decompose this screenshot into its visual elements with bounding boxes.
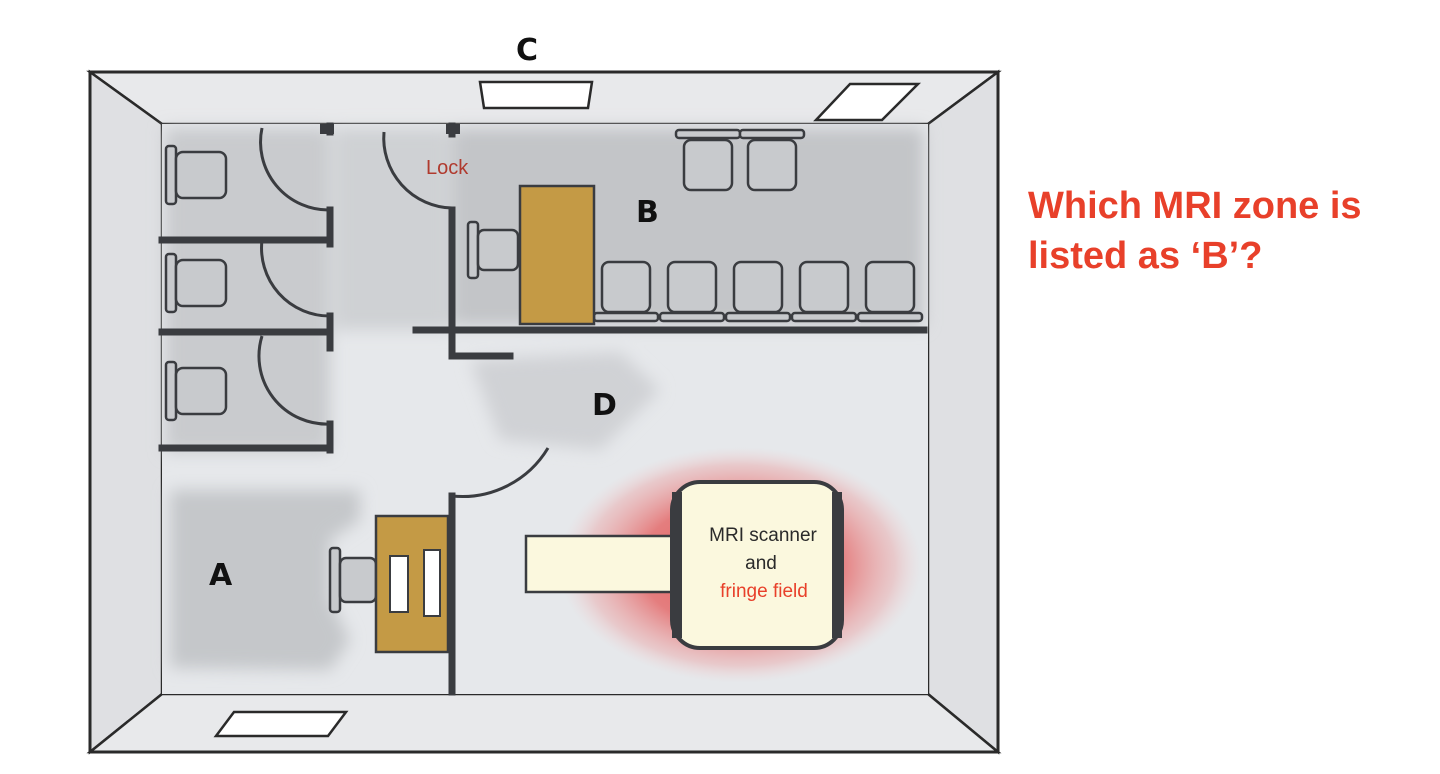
chair-icon	[466, 220, 520, 280]
monitor-icon	[389, 555, 409, 613]
door-arc-icon	[257, 127, 550, 499]
question-text: Which MRI zone is listed as ‘B’?	[1028, 181, 1428, 281]
waiting-room-chairs-bottom	[592, 260, 924, 323]
patient-table	[524, 534, 680, 594]
chair-icon	[592, 260, 660, 323]
mri-scanner: MRI scanner and fringe field	[524, 480, 844, 650]
mri-label-line2: and	[745, 553, 777, 574]
desk-icon	[518, 184, 596, 326]
wall-stubs	[320, 124, 460, 134]
chair-icon	[164, 360, 228, 422]
chair-icon	[658, 260, 726, 323]
chair-icon	[724, 260, 792, 323]
desk-icon	[374, 514, 450, 654]
waiting-room-chairs-top	[674, 128, 806, 192]
control-desk	[328, 514, 450, 654]
zone-label-c: C	[516, 33, 538, 68]
monitor-icon	[423, 549, 441, 617]
chair-icon	[790, 260, 858, 323]
zone-label-d: D	[592, 388, 617, 423]
interior-walls	[158, 122, 928, 696]
lock-label: Lock	[426, 157, 469, 179]
chair-icon	[738, 128, 806, 192]
mri-label-line3: fringe field	[720, 581, 808, 602]
question-line-2: listed as ‘B’?	[1028, 235, 1263, 277]
chair-icon	[328, 546, 378, 614]
skylight-icon	[213, 80, 922, 738]
changing-room-chairs	[164, 144, 228, 422]
question-line-1: Which MRI zone is	[1028, 185, 1362, 227]
zone-label-a: A	[209, 558, 233, 593]
zone-label-b: B	[636, 195, 659, 230]
chair-icon	[856, 260, 924, 323]
chair-icon	[164, 144, 228, 206]
chair-icon	[164, 252, 228, 314]
chair-icon	[674, 128, 742, 192]
building-outer-frame	[86, 69, 1002, 755]
reception-desk	[466, 184, 596, 326]
mri-label-line1: MRI scanner	[709, 525, 817, 546]
